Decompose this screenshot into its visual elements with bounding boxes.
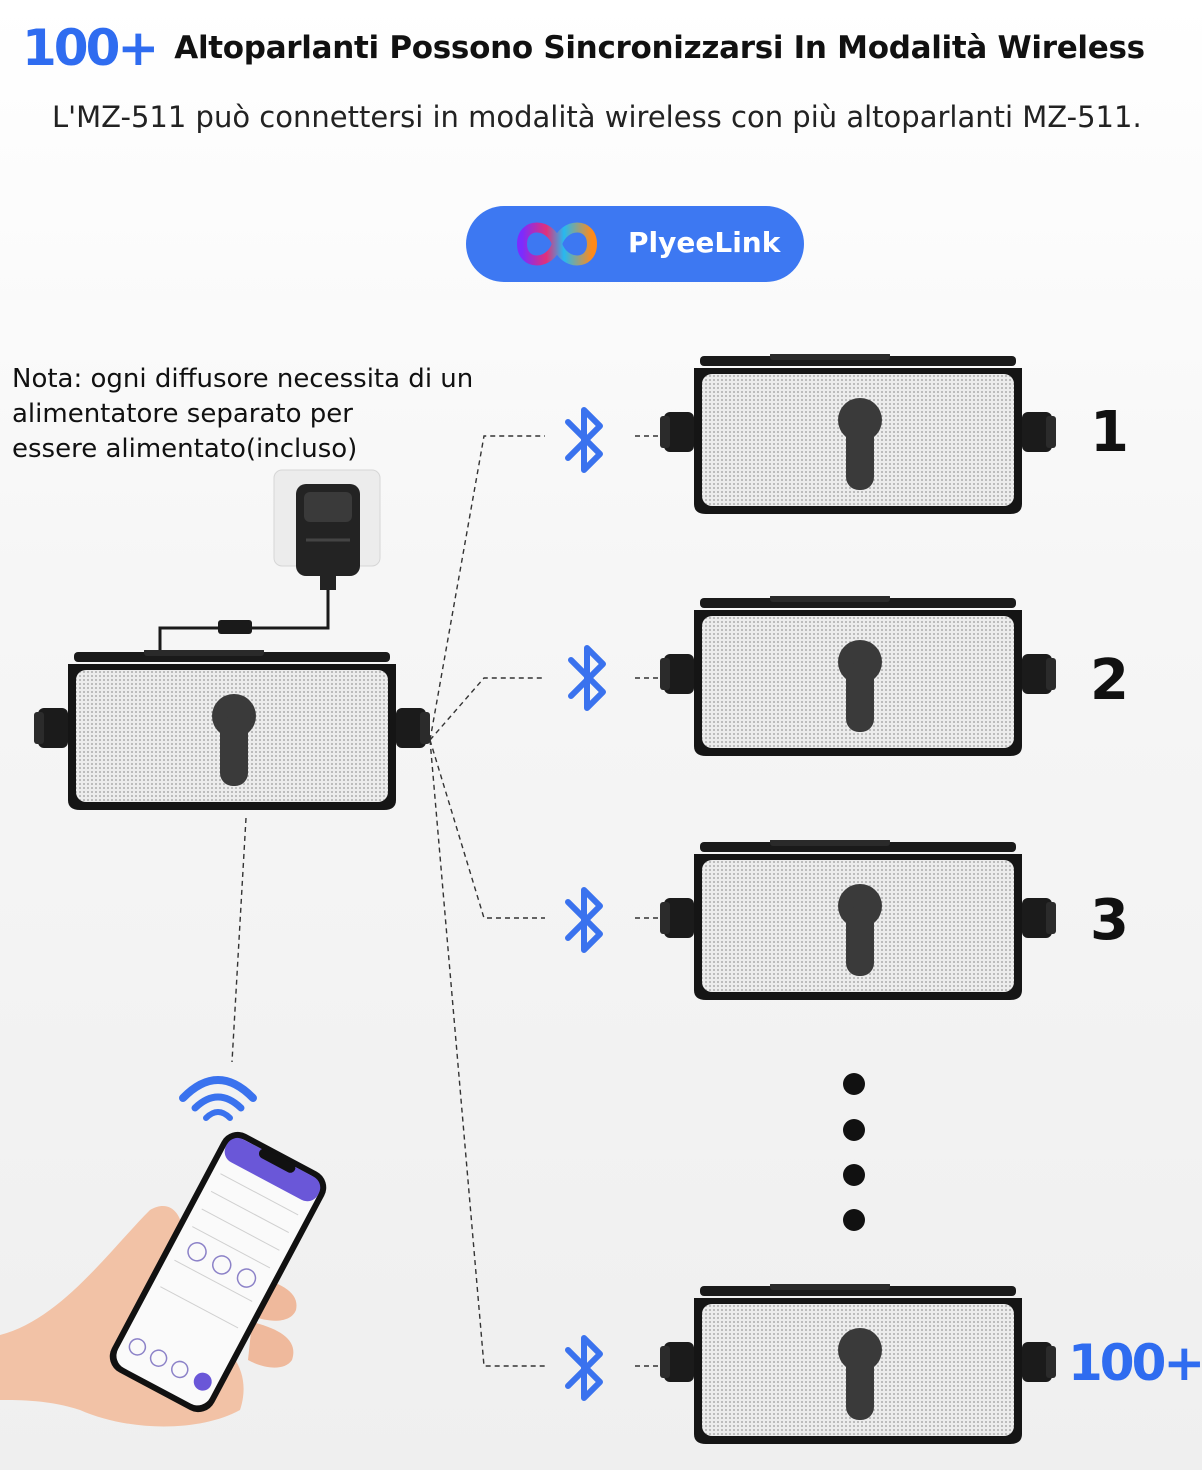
receiver-label-100: 100+ bbox=[1068, 1334, 1202, 1392]
ellipsis-dot bbox=[843, 1119, 865, 1141]
receiver-speaker bbox=[660, 596, 1056, 756]
note-line-3: essere alimentato(incluso) bbox=[12, 434, 358, 464]
receiver-label-1: 1 bbox=[1090, 400, 1129, 465]
source-speaker bbox=[34, 650, 430, 810]
receiver-label-2: 2 bbox=[1090, 648, 1129, 713]
plyeelink-badge: PlyeeLink bbox=[466, 206, 804, 282]
ellipsis-dot bbox=[843, 1073, 865, 1095]
power-note: Nota: ogni diffusore necessita di un ali… bbox=[12, 362, 532, 467]
power-adapter-icon bbox=[158, 469, 381, 660]
receiver-label-3: 3 bbox=[1090, 888, 1129, 953]
wifi-icon bbox=[179, 1076, 257, 1121]
headline-text: Altoparlanti Possono Sincronizzarsi In M… bbox=[174, 30, 1145, 66]
headline: 100+ Altoparlanti Possono Sincronizzarsi… bbox=[22, 18, 1162, 78]
note-line-1: Nota: ogni diffusore necessita di un bbox=[12, 364, 474, 394]
subtitle: L'MZ-511 può connettersi in modalità wir… bbox=[52, 100, 1142, 134]
ellipsis-dot bbox=[843, 1209, 865, 1231]
connection-diagram bbox=[0, 0, 662, 1427]
receiver-speaker bbox=[660, 840, 1056, 1000]
receiver-speaker bbox=[660, 1284, 1056, 1444]
headline-count: 100+ bbox=[22, 19, 159, 77]
receiver-speaker bbox=[660, 354, 1056, 514]
dashed-links bbox=[231, 435, 662, 1367]
plyeelink-label: PlyeeLink bbox=[628, 226, 781, 259]
speakers-layer bbox=[34, 354, 1056, 1444]
note-line-2: alimentatore separato per bbox=[12, 399, 353, 429]
infinity-logo-icon bbox=[516, 222, 598, 266]
ellipsis-dot bbox=[843, 1164, 865, 1186]
smartphone-icon bbox=[109, 1131, 327, 1413]
